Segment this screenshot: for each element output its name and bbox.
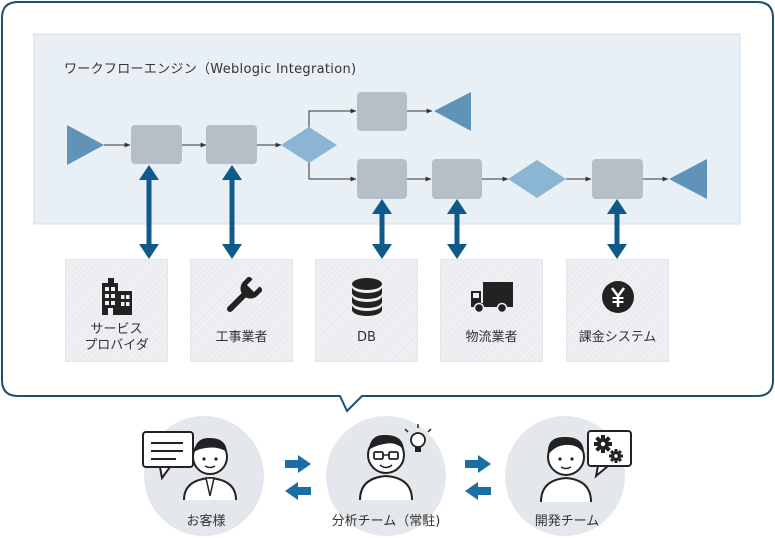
service-provider-box: サービス プロバイダ: [65, 259, 168, 362]
end-node: [434, 92, 471, 131]
analyst-with-lightbulb-icon: [359, 424, 432, 501]
end-node: [669, 159, 707, 199]
flow-connectors: [104, 108, 669, 182]
analyst-team-label: 分析チーム（常駐): [331, 514, 441, 529]
double-arrow: [607, 199, 627, 259]
start-node: [67, 125, 104, 165]
wrench-icon: [226, 277, 262, 313]
task-box: [592, 159, 643, 199]
service-label: サービス プロバイダ: [84, 322, 149, 353]
db-box: DB: [315, 259, 418, 362]
arrow-right-icon: [465, 455, 491, 473]
service-label: 課金システム: [578, 330, 657, 345]
dev-team-label: 開発チーム: [534, 514, 600, 529]
double-arrow: [447, 199, 467, 259]
exchange-arrows: [285, 455, 491, 500]
double-arrow: [222, 165, 242, 259]
decision-node: [281, 127, 337, 163]
service-label: DB: [357, 330, 376, 345]
customer-label: お客様: [186, 514, 226, 529]
service-label: 工事業者: [215, 330, 268, 345]
task-box: [432, 159, 482, 199]
service-label: 物流業者: [465, 330, 518, 345]
contractor-box: 工事業者: [190, 259, 293, 362]
decision-node: [508, 160, 566, 198]
task-box: [206, 125, 257, 164]
developer-with-gears-icon: [540, 430, 632, 503]
arrow-right-icon: [285, 455, 311, 473]
building-icon: [101, 278, 132, 315]
task-box: [357, 159, 407, 199]
engine-title: ワークフローエンジン（Weblogic Integration): [64, 62, 357, 77]
truck-icon: [470, 282, 513, 314]
logistics-box: 物流業者: [440, 259, 543, 362]
arrow-left-icon: [465, 482, 491, 500]
task-box: [131, 125, 182, 164]
arrow-left-icon: [285, 482, 311, 500]
double-arrow: [372, 199, 392, 259]
yen-coin-icon: [601, 281, 634, 313]
double-arrow: [139, 165, 159, 259]
billing-box: 課金システム: [566, 259, 669, 362]
database-icon: [351, 278, 382, 316]
integration-arrows: [139, 165, 627, 259]
customer-with-chat-icon: [142, 431, 237, 501]
task-box: [357, 92, 407, 131]
